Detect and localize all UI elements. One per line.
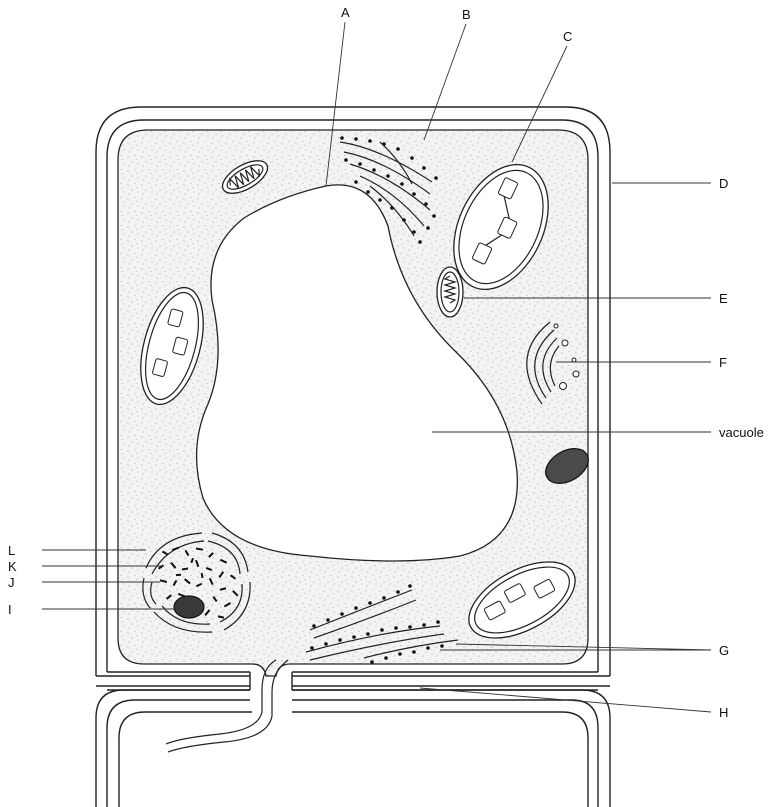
label-f: F	[719, 355, 727, 370]
neighbouring-cell	[96, 690, 610, 807]
label-b: B	[462, 7, 471, 22]
adjacent-cell-walls	[96, 672, 610, 690]
label-a: A	[341, 5, 350, 20]
label-e: E	[719, 291, 728, 306]
nucleolus	[174, 596, 204, 618]
label-g: G	[719, 643, 729, 658]
mitochondrion-small	[437, 267, 463, 317]
label-k: K	[8, 559, 17, 574]
leader-b	[424, 24, 466, 140]
label-l: L	[8, 543, 15, 558]
label-i: I	[8, 602, 12, 617]
label-d: D	[719, 176, 728, 191]
label-j: J	[8, 575, 15, 590]
label-c: C	[563, 29, 572, 44]
label-vacuole: vacuole	[719, 425, 764, 440]
label-h: H	[719, 705, 728, 720]
